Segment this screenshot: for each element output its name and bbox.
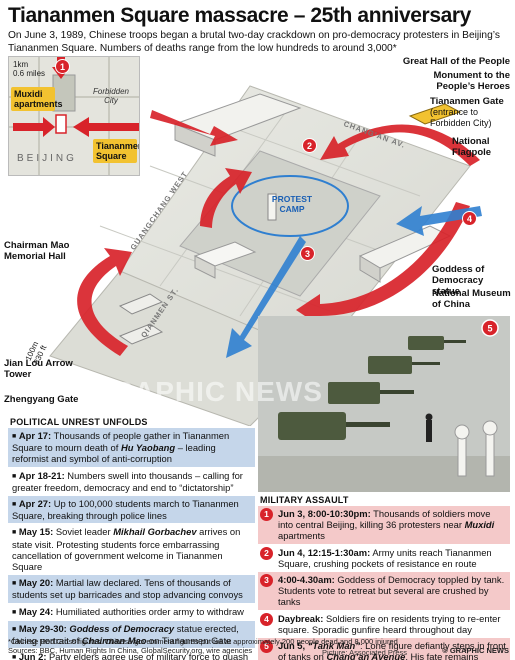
label-monument: Monument to the People’s Heroes xyxy=(433,70,510,92)
sources-text: Sources: BBC, Human Rights In China, Glo… xyxy=(8,646,253,655)
label-jian-lou: Jian Lou Arrow Tower xyxy=(4,358,73,380)
square-map-graphic xyxy=(49,85,482,426)
retreat-arrows xyxy=(226,206,482,358)
inset-city-name: BEIJING xyxy=(17,153,77,164)
map-badge-3: 3 xyxy=(300,246,315,261)
label-great-hall: Great Hall of the People xyxy=(402,56,510,67)
timeline-list: ■ Apr 17: Thousands of people gather in … xyxy=(8,428,255,660)
tank-man-figure xyxy=(426,420,432,442)
zhengyang-gate-building xyxy=(118,323,164,345)
timeline-item: ■ Apr 27: Up to 100,000 students march t… xyxy=(8,496,255,524)
page-title: Tiananmen Square massacre – 25th anniver… xyxy=(8,4,471,27)
watermark: GRAPHIC NEWS xyxy=(90,376,323,407)
map-badge-4: 4 xyxy=(462,211,477,226)
jian-lou-building xyxy=(118,293,164,315)
timeline-item: ■ May 29-30: Goddess of Democracy statue… xyxy=(8,620,255,649)
timeline-item: ■ Apr 17: Thousands of people gather in … xyxy=(8,428,255,467)
timeline-item: ■ May 24: Humiliated authorities order a… xyxy=(8,603,255,620)
inset-badge-1: 1 xyxy=(55,59,70,74)
label-museum: National Museum of China xyxy=(432,288,511,310)
protest-camp-label: PROTEST CAMP xyxy=(271,194,313,214)
timeline-heading: POLITICAL UNREST UNFOLDS xyxy=(10,417,148,427)
label-tiananmen-gate: Tiananmen Gate (entrance to Forbidden Ci… xyxy=(430,96,504,128)
map-badge-2: 2 xyxy=(302,138,317,153)
tiananmen-gate-building xyxy=(408,103,462,125)
inset-forbidden-city: Forbidden City xyxy=(92,87,130,105)
inset-tiananmen-label: Tiananmen Square xyxy=(93,139,139,163)
intro-text: On June 3, 1989, Chinese troops began a … xyxy=(8,30,500,54)
tank-man-photo-graphic: 5 xyxy=(258,316,510,492)
label-zhengyang: Zhengyang Gate xyxy=(4,394,79,405)
copyright: © GRAPHIC NEWS xyxy=(442,646,509,655)
footnote: *Chinese Red Cross figures. Chinese gove… xyxy=(8,637,398,655)
protest-camp-ring xyxy=(231,175,349,237)
timeline-item: ■ Jun 2: Party elders agree use of milit… xyxy=(8,649,255,660)
label-mao-hall: Chairman Mao Memorial Hall xyxy=(4,240,70,262)
tank-man-photo: 5 xyxy=(258,316,510,492)
label-goddess: Goddess of Democracy statue xyxy=(432,264,485,297)
timeline-item: ■ May 20: Martial law declared. Tens of … xyxy=(8,575,255,603)
photo-badge-5: 5 xyxy=(487,324,492,334)
troop-arrows xyxy=(77,110,480,356)
timeline-item: ■ May 15: Soviet leader Mikhail Gorbache… xyxy=(8,524,255,575)
monument-shape xyxy=(267,193,277,221)
map-ground-south xyxy=(49,270,321,426)
label-flagpole: National Flagpole xyxy=(452,136,492,158)
inset-muxidi-label: Muxidi apartments xyxy=(11,87,63,111)
timeline-item: ■ Apr 18-21: Numbers swell into thousand… xyxy=(8,467,255,496)
square-map: PROTEST CAMP CHANG'AN AV. GUANGCHANG WES… xyxy=(0,56,515,426)
assault-heading: MILITARY ASSAULT xyxy=(260,495,349,505)
photo-credit: Picture: Associated Press xyxy=(322,648,408,657)
